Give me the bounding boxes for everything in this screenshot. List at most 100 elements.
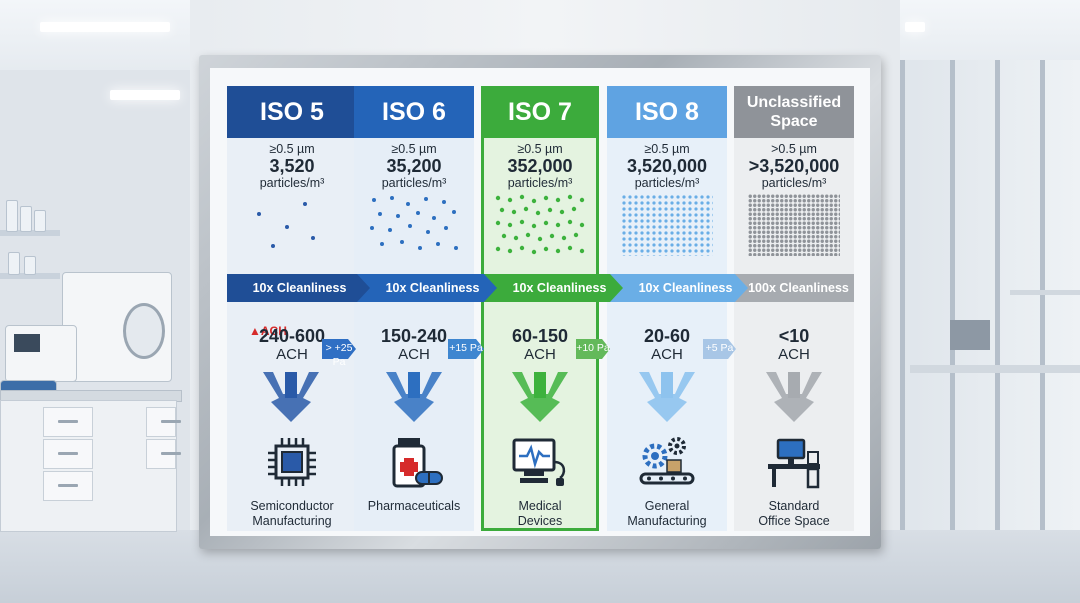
lab-bottle — [8, 252, 20, 275]
application-label: Standard Office Space — [734, 499, 854, 529]
ach-label: ACH — [398, 346, 430, 363]
ceiling-light — [110, 90, 180, 100]
particle-density-dots — [370, 196, 458, 250]
glass-partition — [900, 60, 1080, 530]
microchip-icon — [268, 438, 316, 486]
medical-monitor-icon — [512, 438, 566, 486]
application-line: Office Space — [758, 514, 830, 528]
application-label: General Manufacturing — [607, 499, 727, 529]
airflow-down-arrows — [263, 372, 319, 422]
medicine-bottle-icon — [392, 438, 443, 488]
pressure-arrow — [703, 339, 736, 359]
pressure-label: > +25 Pa — [325, 342, 353, 368]
particle-size: >0.5 µm — [771, 142, 817, 156]
lab-bottle — [24, 256, 36, 275]
column-header: ISO 5 — [227, 86, 357, 138]
particle-size: ≥0.5 µm — [269, 142, 315, 156]
air-changes: 20-60 ACH — [607, 326, 727, 363]
airflow-down-arrows — [386, 372, 442, 422]
particle-count: 35,200 — [386, 156, 442, 176]
lab-bottle — [34, 210, 46, 232]
particle-density-dots — [621, 194, 713, 256]
column-header: Unclassified Space — [734, 86, 854, 138]
cabinet-drawer — [43, 471, 93, 501]
ach-logo: ▲ACH — [249, 324, 287, 338]
ach-value: 20-60 — [643, 326, 691, 346]
office-desk-icon — [768, 438, 820, 489]
application-line: Pharmaceuticals — [367, 499, 461, 513]
application-label: Pharmaceuticals — [354, 499, 474, 514]
particle-spec: ≥0.5 µm 3,520 particles/m³ — [227, 142, 357, 190]
particle-density-dots — [495, 194, 585, 255]
ach-label: ACH — [276, 346, 308, 363]
particle-count: 3,520,000 — [626, 156, 708, 176]
gears-conveyor-icon — [639, 437, 695, 485]
cleanliness-flow-arrows — [227, 274, 854, 359]
particle-count: >3,520,000 — [748, 156, 840, 176]
column-header: ISO 6 — [354, 86, 474, 138]
ach-value: 60-150 — [511, 326, 569, 346]
application-line: Manufacturing — [252, 514, 332, 528]
particle-size: ≥0.5 µm — [517, 142, 563, 156]
airflow-down-arrows — [512, 372, 568, 422]
particle-spec: >0.5 µm >3,520,000 particles/m³ — [734, 142, 854, 190]
particle-unit: particles/m³ — [761, 176, 827, 190]
particle-size: ≥0.5 µm — [644, 142, 690, 156]
office-desk — [910, 365, 1080, 373]
lab-shelf — [0, 273, 60, 279]
flow-arrow — [610, 274, 757, 302]
ach-label: ACH — [778, 346, 810, 363]
pressure-label: +10 Pa — [576, 342, 610, 354]
airflow-down-arrows — [639, 372, 695, 422]
flow-arrow — [484, 274, 633, 302]
glass-mullion — [1040, 60, 1045, 530]
cabinet-drawer — [146, 407, 181, 437]
particle-unit: particles/m³ — [381, 176, 447, 190]
pressure-arrow — [322, 339, 356, 359]
flow-arrow — [227, 274, 382, 302]
particle-spec: ≥0.5 µm 3,520,000 particles/m³ — [607, 142, 727, 190]
application-line: Devices — [517, 514, 563, 528]
glass-mullion — [900, 60, 905, 530]
ceiling-light — [905, 22, 925, 32]
flow-arrow — [357, 274, 509, 302]
pressure-arrow — [448, 339, 484, 359]
pressure-label: +15 Pa — [449, 342, 483, 354]
flow-arrow — [735, 274, 854, 302]
glass-mullion — [995, 60, 1000, 530]
glass-mullion — [950, 60, 955, 530]
cabinet-drawer — [43, 439, 93, 469]
application-line: General — [644, 499, 690, 513]
ach-value: 240-600 — [258, 326, 326, 346]
ach-value: 150-240 — [380, 326, 448, 346]
ceiling-light — [40, 22, 170, 32]
particle-density-dots — [257, 202, 315, 248]
column-unclassified: Unclassified Space >0.5 µm >3,520,000 pa… — [734, 86, 854, 531]
cleanroom-classification-board: ISO 5 ≥0.5 µm 3,520 particles/m³ ▲ACH 24… — [210, 68, 870, 536]
lab-bottle — [6, 200, 18, 232]
particle-unit: particles/m³ — [259, 176, 325, 190]
ach-logo-text: ACH — [260, 324, 287, 338]
pressure-arrow — [576, 339, 610, 359]
office-monitor — [950, 320, 990, 350]
lab-autoclave — [62, 272, 172, 382]
air-changes: 60-150 ACH — [481, 326, 599, 363]
airflow-down-arrows — [766, 372, 822, 422]
lab-analyzer — [5, 325, 77, 382]
application-label: Semiconductor Manufacturing — [227, 499, 357, 529]
pressure-label: +5 Pa — [705, 342, 734, 354]
column-header: ISO 7 — [481, 86, 599, 138]
particle-count: 352,000 — [507, 156, 573, 176]
flow-label: 100x Cleanliness — [748, 281, 849, 295]
application-line: Semiconductor — [250, 499, 334, 513]
column-iso8: ISO 8 ≥0.5 µm 3,520,000 particles/m³ 20-… — [607, 86, 727, 531]
wall-shelf — [1010, 290, 1080, 295]
flow-label: 10x Cleanliness — [638, 281, 733, 295]
particle-unit: particles/m³ — [507, 176, 573, 190]
flow-label: 10x Cleanliness — [252, 281, 347, 295]
air-changes: 150-240 ACH — [354, 326, 474, 363]
column-iso6: ISO 6 ≥0.5 µm 35,200 particles/m³ 150-24… — [354, 86, 474, 531]
lab-equipment-area — [0, 60, 190, 603]
lab-bottle — [20, 206, 32, 232]
particle-size: ≥0.5 µm — [391, 142, 437, 156]
